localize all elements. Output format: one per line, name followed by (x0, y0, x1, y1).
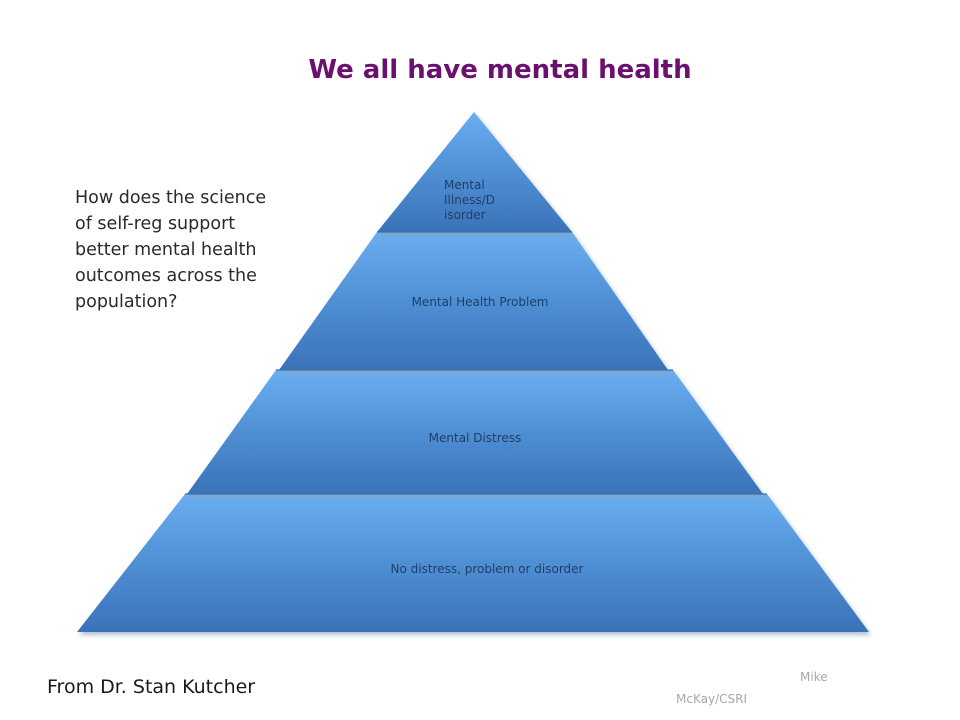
question-line: population? (75, 292, 178, 312)
question-line: outcomes across the (75, 266, 257, 286)
tier-illness-line: Illness/D (444, 193, 495, 207)
tier-distress (187, 370, 763, 494)
question-line: How does the science (75, 188, 267, 208)
tier-illness-label: Mental Illness/D isorder (444, 178, 514, 223)
question-line: of self-reg support (75, 214, 236, 234)
tier-problem-label: Mental Health Problem (411, 295, 549, 309)
credit-line-2: McKay/CSRI (676, 692, 747, 706)
tier-illness-line: Mental (444, 178, 485, 192)
slide-title: We all have mental health (308, 55, 692, 85)
tier-illness (377, 112, 572, 232)
tier-problem (279, 232, 668, 370)
source-attribution: From Dr. Stan Kutcher (47, 676, 256, 698)
question-line: better mental health (75, 240, 257, 260)
tier-bottom-label: No distress, problem or disorder (390, 562, 584, 576)
tier-bottom (77, 494, 869, 632)
tier-illness-line: isorder (444, 208, 486, 222)
tier-distress-label: Mental Distress (428, 431, 522, 445)
credit-line-1: Mike (800, 670, 828, 684)
question-text: How does the science of self-reg support… (75, 185, 345, 315)
